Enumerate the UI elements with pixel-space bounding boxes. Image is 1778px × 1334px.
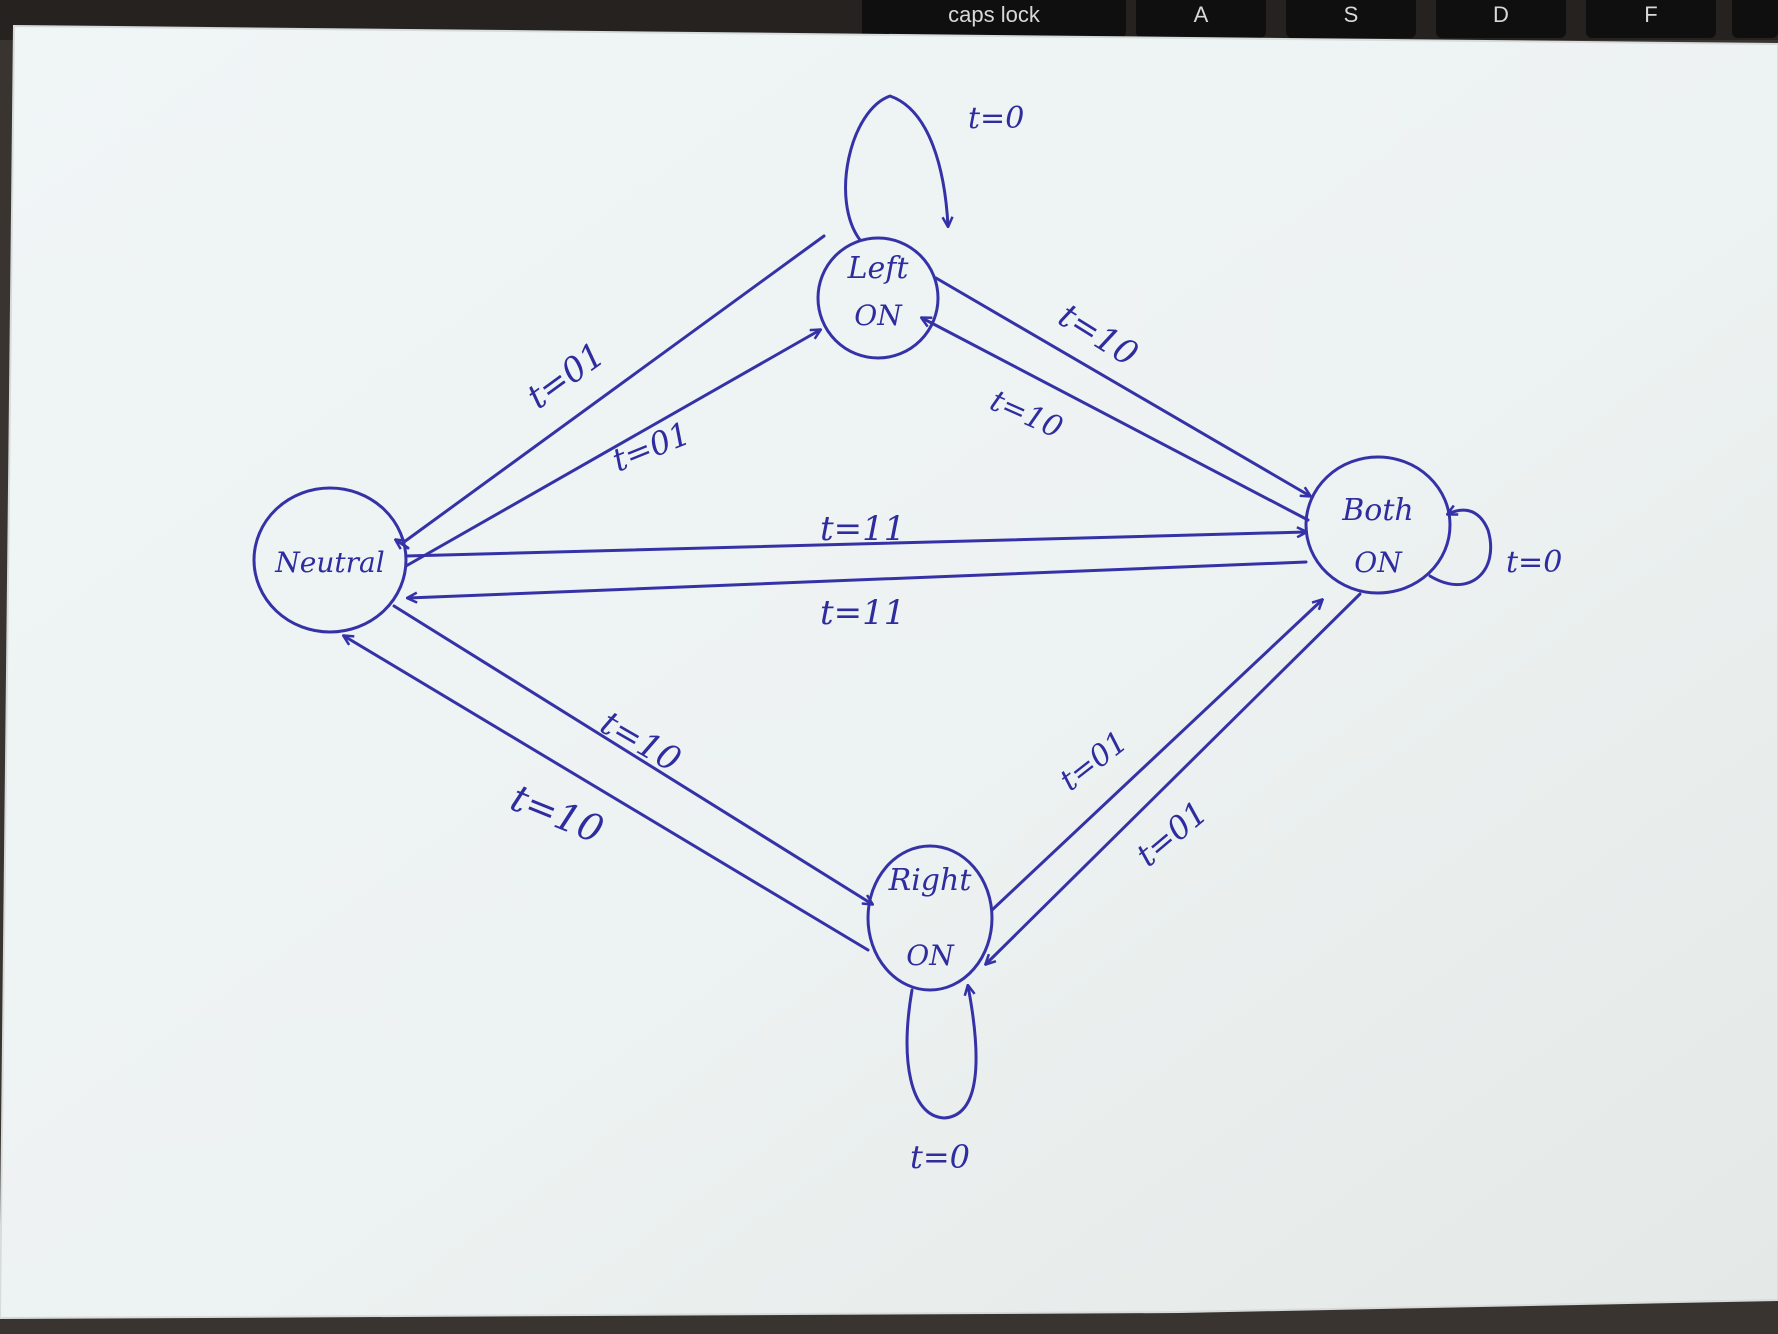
- state-label: ON: [1354, 546, 1403, 579]
- key-label: D: [1493, 2, 1509, 27]
- state-label: Neutral: [274, 546, 384, 579]
- state-circle: [252, 486, 408, 634]
- transition-neutral-to-left-head: [396, 540, 410, 548]
- transition-right-to-neutral: [344, 636, 870, 952]
- key-f: F: [1586, 0, 1716, 38]
- state-circle: [816, 236, 940, 360]
- transition-label: t=0: [968, 101, 1024, 136]
- transition-neutral-to-both: [404, 532, 1306, 558]
- transition-left-self: [844, 94, 948, 242]
- key-label: A: [1193, 2, 1209, 27]
- key-label: S: [1343, 2, 1359, 27]
- state-label: ON: [906, 939, 955, 972]
- transition-both-self: [1428, 510, 1493, 587]
- state-label: Right: [888, 863, 973, 898]
- transition-both-to-right: [986, 592, 1362, 964]
- transition-left-to-neutral: [404, 330, 820, 568]
- state-label: Both: [1341, 493, 1413, 528]
- transition-label: t=11: [820, 509, 905, 549]
- key-g: [1732, 0, 1778, 38]
- transition-right-self: [905, 986, 978, 1120]
- state-both-on: Both ON: [1304, 455, 1452, 595]
- state-circle: [1304, 455, 1452, 595]
- key-label: caps lock: [948, 2, 1040, 27]
- key-s: S: [1286, 0, 1416, 38]
- state-right-on: Right ON: [866, 844, 994, 992]
- transition-label: t=11: [820, 593, 905, 633]
- state-circle: [866, 844, 994, 992]
- transition-label: t=0: [1506, 545, 1562, 580]
- transition-label: t=0: [910, 1138, 970, 1176]
- key-label: F: [1644, 2, 1658, 27]
- transition-both-to-neutral: [408, 560, 1308, 598]
- transition-neutral-to-right: [392, 604, 872, 904]
- transition-neutral-to-left: [402, 234, 826, 544]
- state-label: Left: [847, 251, 910, 286]
- key-d: D: [1436, 0, 1566, 38]
- state-label: ON: [854, 299, 903, 332]
- state-neutral: Neutral: [252, 486, 408, 634]
- keyboard-edge: caps lock A S D F: [0, 0, 1778, 40]
- paper-sheet: [0, 24, 1778, 1320]
- state-left-on: Left ON: [816, 236, 940, 360]
- transition-both-to-left: [922, 318, 1310, 522]
- transition-left-to-both: [934, 276, 1310, 496]
- key-a: A: [1136, 0, 1266, 38]
- transition-right-to-both: [990, 600, 1322, 912]
- key-caps-lock: caps lock: [862, 0, 1126, 38]
